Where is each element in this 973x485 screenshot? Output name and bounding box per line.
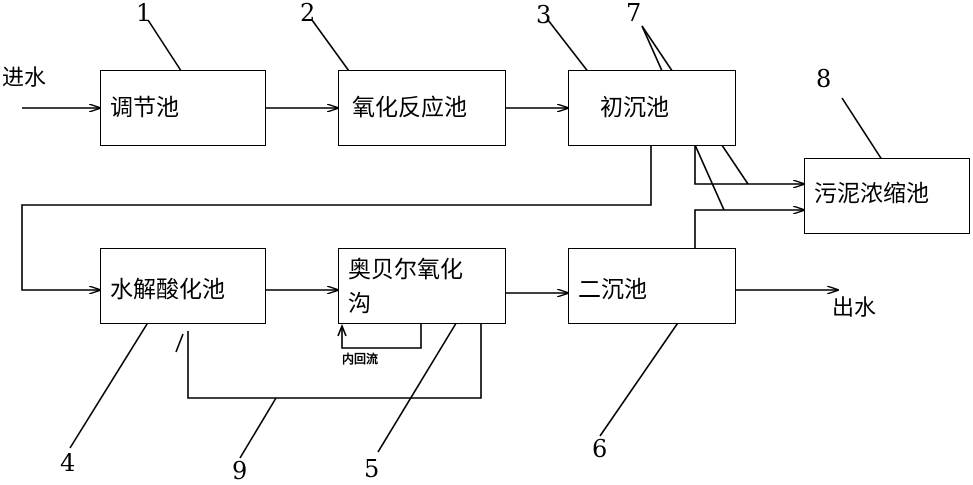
sludge-thickener-label: 污泥浓缩池	[814, 181, 929, 207]
return-loop-9	[187, 324, 482, 399]
internal-reflux-loop	[341, 324, 422, 349]
equalization-tank-box	[100, 70, 266, 146]
leader-9	[239, 397, 277, 459]
number-9: 9	[232, 457, 248, 485]
number-8: 8	[816, 65, 832, 93]
oxidation-tank-box	[338, 70, 506, 146]
secondary-settling-tank-box	[568, 248, 736, 324]
sludge-line-secondary	[694, 210, 804, 248]
inlet-label: 进水	[2, 66, 47, 91]
outlet-label: 出水	[832, 296, 877, 321]
equalization-tank-label: 调节池	[110, 95, 179, 121]
hydrolysis-tank-label: 水解酸化池	[110, 277, 225, 303]
orbal-ditch-label-line1: 奥贝尔氧化	[348, 257, 463, 283]
number-3: 3	[536, 1, 552, 29]
internal-reflux-arrowhead	[337, 323, 347, 337]
orbal-ditch-label-line2: 沟	[348, 291, 371, 317]
sludge-line-primary	[694, 146, 804, 184]
sludge-thickener-box	[804, 158, 970, 234]
primary-settling-tank-box	[568, 70, 736, 146]
number-1: 1	[136, 0, 152, 27]
number-5: 5	[364, 455, 380, 483]
flow-path-3-4	[21, 146, 652, 290]
secondary-settling-tank-label: 二沉池	[578, 277, 647, 303]
number-7: 7	[626, 0, 642, 27]
leader-8	[841, 97, 887, 167]
number-4: 4	[60, 449, 76, 477]
internal-reflux-label: 内回流	[342, 352, 379, 366]
primary-settling-tank-label: 初沉池	[600, 95, 669, 121]
leader-4	[69, 315, 153, 449]
orbal-ditch-box	[338, 248, 506, 324]
number-6: 6	[592, 435, 608, 463]
leader-corner	[175, 333, 184, 353]
hydrolysis-tank-box	[100, 248, 266, 324]
leader-5	[377, 319, 459, 453]
leader-6	[599, 313, 685, 437]
oxidation-tank-label: 氧化反应池	[352, 95, 467, 121]
number-2: 2	[300, 0, 316, 27]
